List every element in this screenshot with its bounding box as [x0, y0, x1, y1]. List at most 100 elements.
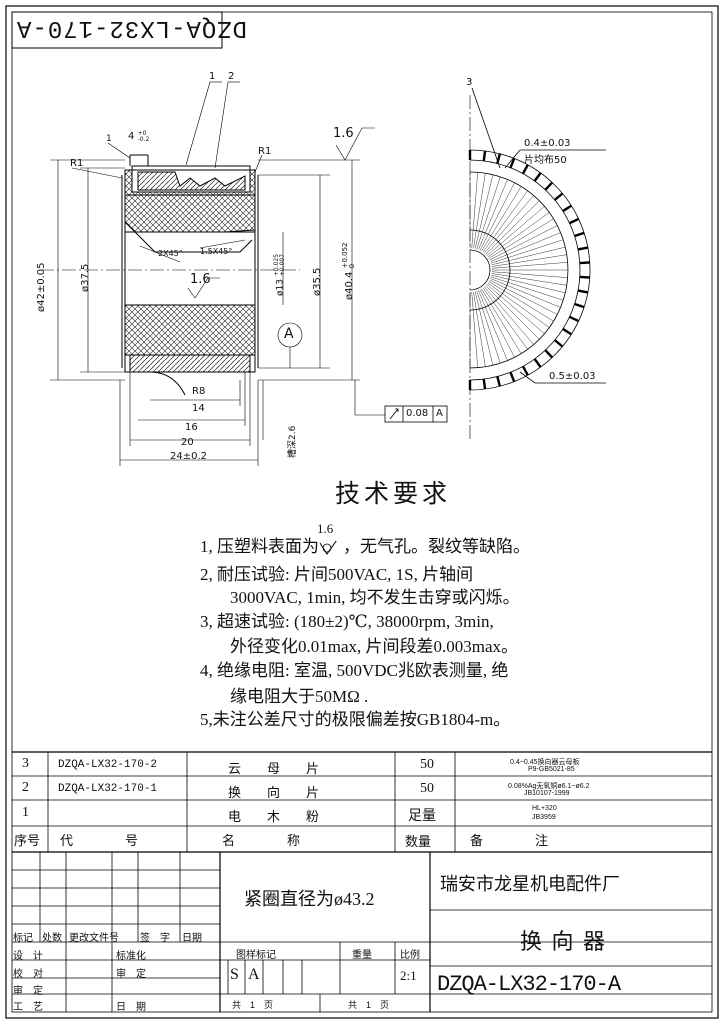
bom-row-3-name: 云 母 片 — [228, 761, 320, 776]
bom-row-2-note1: 0.08%Ag无氧铜ø6.1~ø6.2 — [508, 783, 590, 790]
bom-header-qty: 数量 — [405, 834, 432, 849]
radial-line — [489, 225, 558, 261]
radial-line — [481, 186, 522, 252]
date-label: 日 期 — [116, 1002, 146, 1013]
review-label: 审 定 — [13, 986, 43, 997]
standard-label: 标准化 — [116, 951, 146, 962]
corner-number-box — [11, 11, 223, 49]
dim-d42: ø42±0.05 — [36, 262, 47, 313]
requirement-1-roughness: 1.6 — [317, 521, 334, 536]
requirement-4b: 缘电阻大于50MΩ . — [230, 687, 369, 706]
stage-a: A — [248, 966, 260, 983]
segment-tick — [574, 302, 585, 309]
radial-line — [476, 290, 501, 364]
bom-row-1-no: 1 — [22, 805, 29, 820]
dim-chamfer-2: 1.5X45° — [200, 247, 233, 256]
requirement-1: 1, 压塑料表面为 1.6 ，无气孔。裂纹等缺陷。 — [200, 521, 530, 556]
craft-label: 工 艺 — [13, 1002, 43, 1013]
radial-line — [491, 262, 568, 269]
radial-line — [484, 286, 534, 345]
segment-tick — [553, 339, 564, 348]
scale-value: 2:1 — [400, 968, 417, 983]
requirement-2: 2, 耐压试验: 片间500VAC, 1S, 片轴间 — [200, 565, 474, 584]
bom-row-1-qty: 足量 — [408, 809, 436, 824]
radial-line — [479, 289, 515, 358]
dim-l16: 16 — [185, 422, 198, 433]
dim-seg-width: 0.4±0.03 — [524, 138, 571, 149]
design-label: 设 计 — [13, 951, 43, 962]
leader-label-2: 2 — [228, 71, 235, 82]
radial-line — [488, 281, 554, 322]
roughness-symbol-icon — [319, 536, 340, 555]
dim-seg-gap: 0.5±0.03 — [549, 371, 596, 382]
radial-line — [473, 291, 486, 367]
runout-value: 0.08 — [406, 408, 429, 419]
dim-r8: R8 — [192, 386, 206, 397]
part-name: 换 向 器 — [520, 929, 608, 954]
rev-mark-label: 标记 — [13, 933, 33, 944]
segment-tick — [553, 192, 564, 201]
section-view — [40, 154, 300, 396]
end-view — [468, 87, 606, 440]
segment-tick — [562, 204, 572, 213]
runout-frame — [384, 405, 448, 423]
bom-row-1-note2: JB3959 — [532, 814, 556, 821]
bom-row-3-qty: 50 — [420, 757, 434, 772]
radial-line — [488, 218, 554, 259]
radial-line — [485, 285, 540, 340]
leader-label-3: 3 — [466, 77, 473, 88]
bom-row-2-name: 换 向 片 — [228, 785, 320, 800]
check-label: 校 对 — [13, 969, 43, 980]
company-name: 瑞安市龙星机电配件厂 — [440, 874, 620, 894]
radial-line — [491, 273, 567, 286]
radial-line — [476, 176, 501, 250]
dim-r1-left: R1 — [70, 158, 84, 169]
segment-tick — [544, 349, 554, 359]
radial-line — [482, 190, 528, 253]
sheets-total: 共 1 页 — [232, 1000, 274, 1010]
stage-s: S — [230, 966, 239, 983]
segment-tick — [579, 261, 590, 265]
segment-tick — [577, 289, 589, 294]
bom-header-code: 代 号 — [60, 833, 139, 848]
spec-note: 紧圈直径为ø43.2 — [244, 889, 375, 909]
roughness-top: 1.6 — [333, 126, 354, 141]
dim-chamfer-1: 2X45° — [158, 249, 183, 258]
radial-line — [490, 276, 564, 301]
radial-line — [486, 284, 545, 334]
segment-ticks — [468, 150, 590, 390]
segment-tick — [521, 164, 529, 175]
bom-row-3-code: DZQA-LX32-170-2 — [58, 759, 158, 771]
bom-header-note: 备 注 — [470, 833, 549, 848]
requirement-3b: 外径变化0.01max, 片间段差0.003max。 — [230, 637, 519, 656]
datum-a-label: A — [284, 326, 294, 342]
dim-r1-right: R1 — [258, 146, 272, 157]
radial-line — [474, 291, 494, 366]
radial-line — [491, 246, 566, 266]
bom-row-3-note2: P9-GB5021-85 — [528, 766, 575, 773]
radial-line — [487, 282, 550, 328]
segment-tick — [521, 365, 529, 376]
segment-tick — [577, 246, 589, 251]
radial-line — [482, 287, 528, 350]
radial-line — [487, 212, 550, 258]
radial-line — [490, 239, 564, 264]
bom-row-2-qty: 50 — [420, 781, 434, 796]
dim-l24: 24±0.2 — [170, 451, 208, 462]
runout-datum: A — [436, 408, 443, 419]
radial-line — [471, 291, 478, 368]
inner-border — [11, 11, 713, 1013]
title-block-grid — [12, 751, 712, 1012]
section-dimensions — [50, 81, 385, 466]
stage-label: 图样标记 — [236, 950, 276, 961]
radial-line — [490, 278, 561, 308]
rev-count-label: 处数 — [42, 933, 62, 944]
dim-leader-1: 1 — [106, 134, 112, 144]
bom-row-1-note1: HL+320 — [532, 805, 557, 812]
radial-line — [484, 195, 534, 254]
segment-tick — [569, 315, 580, 323]
radial-line — [481, 288, 522, 354]
